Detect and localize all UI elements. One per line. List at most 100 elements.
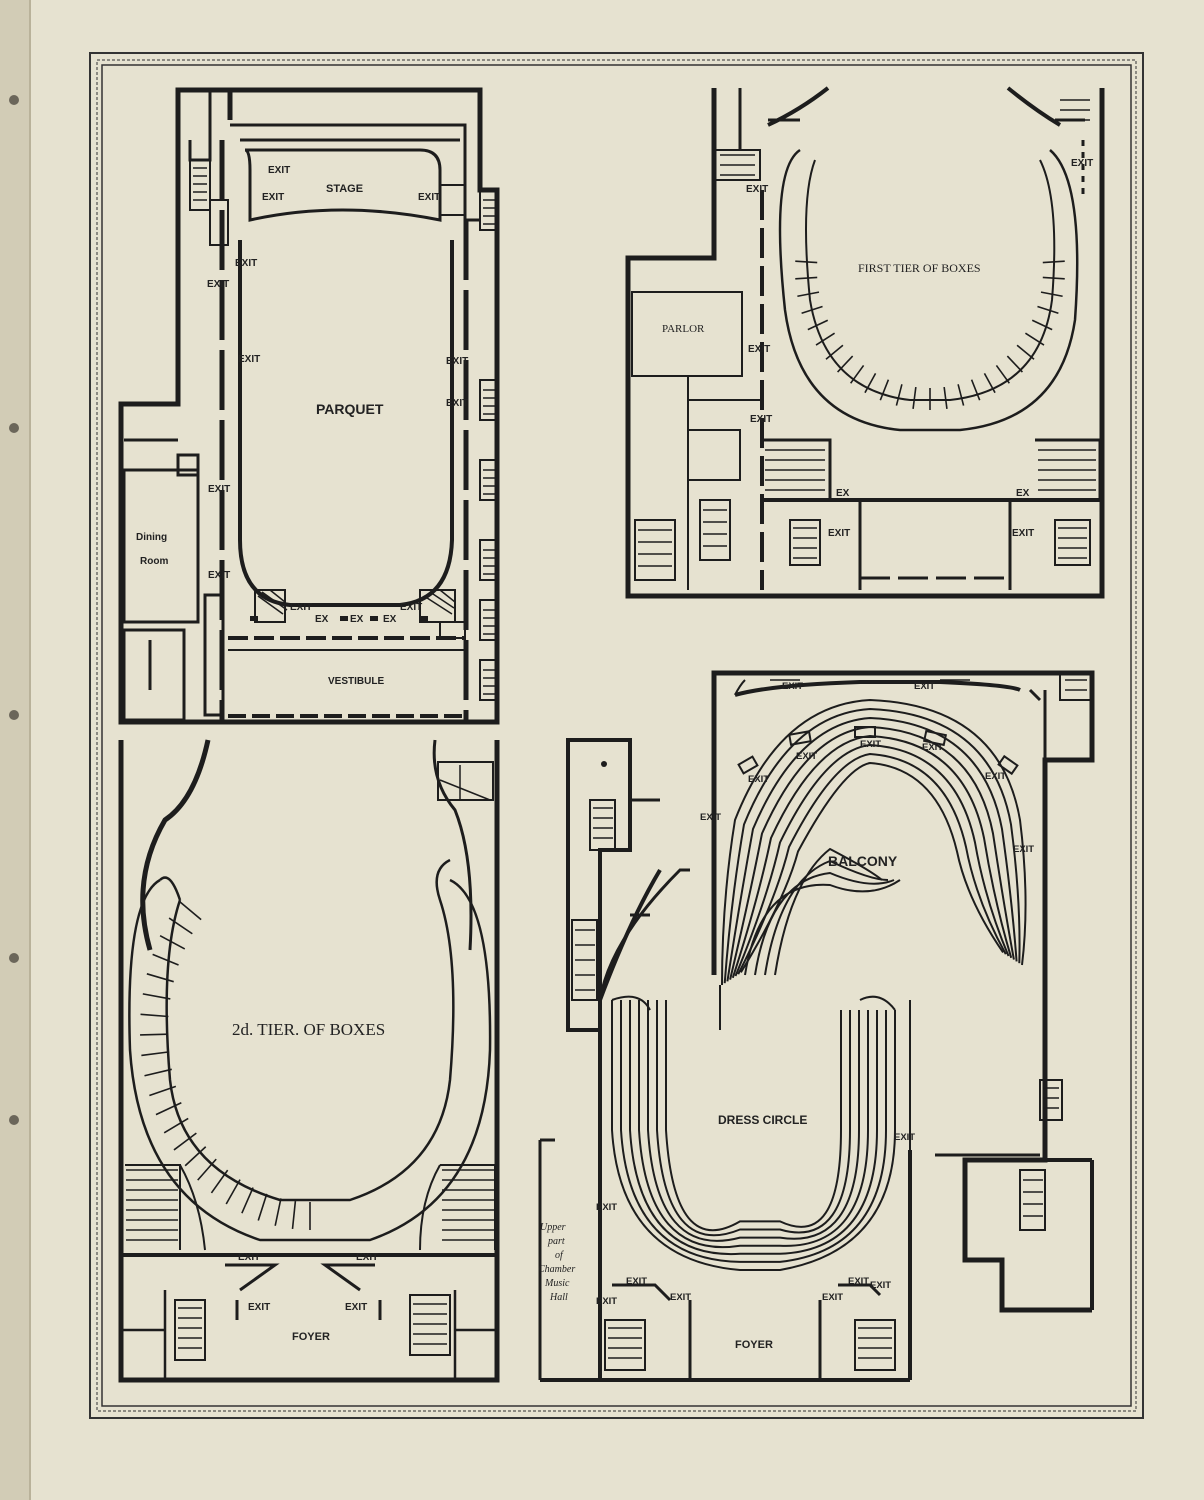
- box-partition: [879, 379, 890, 401]
- balcony-row: [764, 859, 889, 976]
- exit-label: EXIT: [860, 739, 881, 750]
- box-partition: [983, 373, 996, 394]
- ex-label: EX: [383, 614, 397, 625]
- plan-parquet: [118, 87, 500, 725]
- box-partition: [155, 1102, 182, 1116]
- balcony-row: [740, 761, 1004, 973]
- box-partition: [970, 379, 981, 401]
- exit-label: EXIT: [248, 1302, 270, 1313]
- box-partition: [197, 1158, 217, 1181]
- balcony-row: [754, 871, 895, 976]
- box-partition: [943, 386, 948, 409]
- box-partition: [801, 305, 823, 315]
- exit-label: EXIT: [356, 1252, 378, 1263]
- label-dress-circle: DRESS CIRCLE: [718, 1113, 807, 1127]
- exit-label: EXIT: [596, 1202, 617, 1213]
- label-parlor: PARLOR: [662, 323, 705, 335]
- dress-circle-row: [629, 1000, 878, 1256]
- exit-label: EXIT: [748, 774, 769, 785]
- label-vestibule: VESTIBULE: [328, 676, 384, 687]
- box-partition: [1031, 319, 1053, 331]
- balcony-row: [723, 707, 1021, 984]
- exit-label: EXIT: [262, 192, 284, 203]
- label-dining: Dining: [136, 532, 167, 543]
- label-foyer: FOYER: [292, 1331, 330, 1343]
- exit-label: EXIT: [796, 751, 817, 762]
- exit-label: EXIT: [400, 602, 422, 613]
- box-partition: [140, 1033, 169, 1036]
- exit-label: EXIT: [626, 1276, 647, 1287]
- box-partition: [825, 344, 844, 360]
- box-partition: [159, 935, 186, 950]
- exit-label: EXIT: [894, 1132, 915, 1143]
- plan-first-tier: [625, 86, 1105, 599]
- exit-label: EXIT: [750, 414, 772, 425]
- dress-circle-row: [638, 1000, 869, 1248]
- box-partition: [168, 917, 193, 935]
- box-partition: [1037, 305, 1059, 315]
- box-partition: [274, 1198, 282, 1226]
- exit-label: EXIT: [208, 484, 230, 495]
- exit-label: EXIT: [208, 570, 230, 581]
- exit-label: EXIT: [748, 344, 770, 355]
- second-tier-box-partitions: [140, 900, 311, 1230]
- svg-text:of: of: [555, 1250, 564, 1261]
- dress-circle-row: [665, 1000, 842, 1232]
- box-partition: [895, 384, 903, 406]
- exit-label: EXIT: [235, 258, 257, 269]
- exit-label: EXIT: [268, 165, 290, 176]
- exit-label: EXIT: [418, 192, 440, 203]
- exit-label: EXIT: [914, 681, 935, 692]
- dress-circle-row: [656, 1000, 851, 1237]
- svg-text:Music: Music: [544, 1278, 570, 1289]
- exit-label: EXIT: [1071, 158, 1093, 169]
- exit-label: EXIT: [238, 1252, 260, 1263]
- svg-text:Chamber: Chamber: [538, 1264, 575, 1275]
- label-stage: STAGE: [326, 183, 363, 195]
- label-chamber-music-hall: Upper part of Chamber Music Hall: [538, 1222, 575, 1303]
- box-partition: [146, 973, 174, 983]
- box-partition: [241, 1187, 254, 1214]
- box-partition: [210, 1169, 229, 1194]
- dress-circle-row: [611, 995, 651, 1011]
- box-partition: [1016, 344, 1035, 360]
- box-partition: [291, 1201, 297, 1230]
- second-tier-labels: 2d. TIER. OF BOXES FOYER EXIT EXIT EXIT …: [232, 1020, 385, 1343]
- box-partition: [1040, 291, 1063, 298]
- exit-label: EXIT: [828, 528, 850, 539]
- box-partition: [257, 1193, 268, 1221]
- label-parquet: PARQUET: [316, 401, 384, 417]
- balcony-row: [737, 752, 1007, 975]
- label-foyer: FOYER: [735, 1339, 773, 1351]
- svg-text:Hall: Hall: [549, 1292, 568, 1303]
- balcony-row: [774, 847, 883, 976]
- exit-label: EXIT: [746, 184, 768, 195]
- svg-text:part: part: [547, 1236, 565, 1247]
- box-partition: [1042, 260, 1065, 264]
- box-partition: [141, 1051, 170, 1057]
- ex-label: EX: [315, 614, 329, 625]
- box-partition: [795, 260, 818, 264]
- label-second-tier: 2d. TIER. OF BOXES: [232, 1020, 385, 1039]
- dress-circle-row: [611, 1000, 896, 1271]
- exit-label: EXIT: [446, 398, 468, 409]
- exit-label: EXIT: [700, 812, 721, 823]
- box-partition: [864, 373, 877, 394]
- box-partition: [140, 1013, 169, 1018]
- dress-circle-row: [647, 1000, 860, 1242]
- dress-circle-row: [859, 995, 896, 1011]
- exit-label: EXIT: [345, 1302, 367, 1313]
- exit-label: EXIT: [596, 1296, 617, 1307]
- box-partition: [163, 1117, 189, 1134]
- ex-label: EX: [350, 614, 364, 625]
- exit-label: EXIT: [870, 1280, 891, 1291]
- exit-label: EXIT: [922, 742, 943, 753]
- box-partition: [184, 1146, 207, 1167]
- exit-label: EXIT: [670, 1292, 691, 1303]
- label-balcony: BALCONY: [828, 853, 898, 869]
- exit-label: EXIT: [207, 279, 229, 290]
- box-partition: [152, 953, 179, 966]
- parquet-labels: STAGE PARQUET Dining Room VESTIBULE EXIT…: [136, 165, 468, 687]
- box-partition: [850, 364, 865, 384]
